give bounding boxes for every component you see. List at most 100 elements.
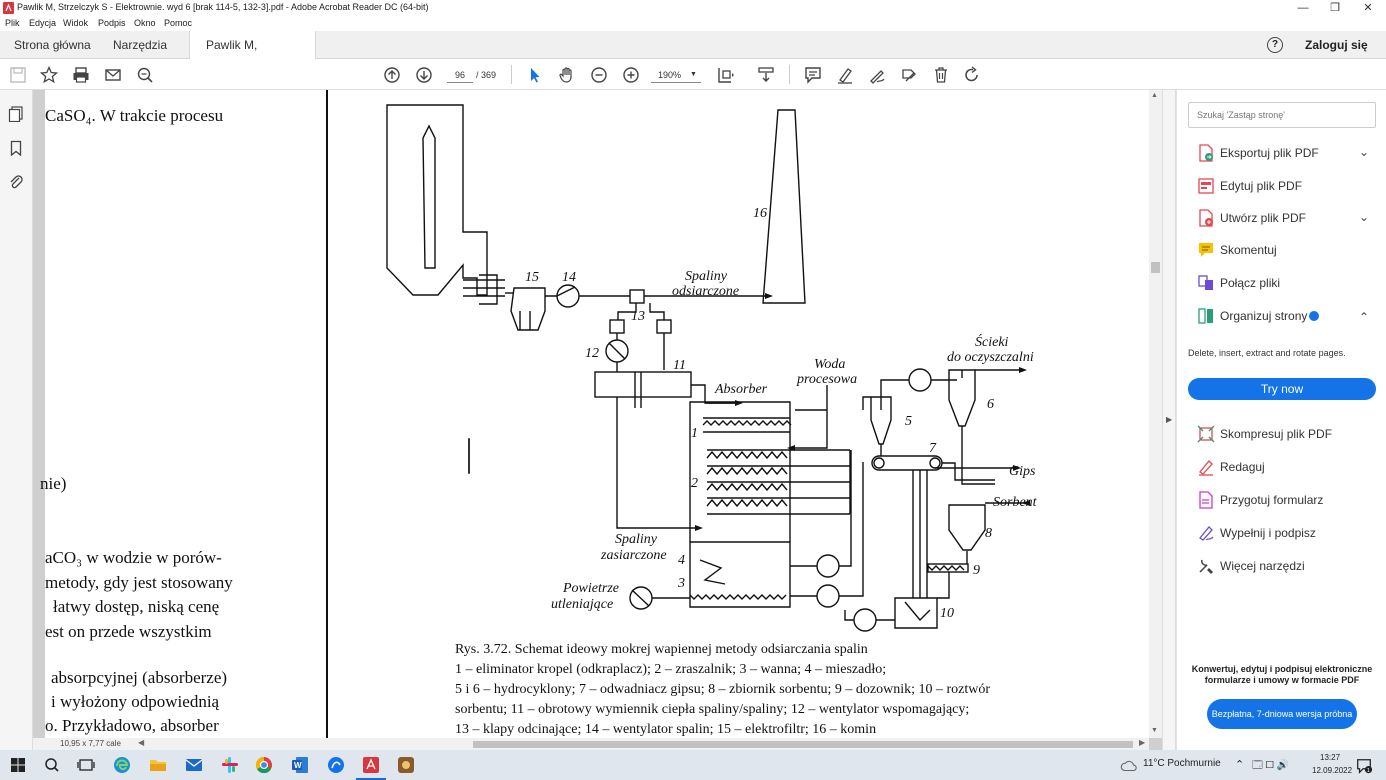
hand-tool-icon[interactable]: [558, 66, 576, 84]
try-now-button[interactable]: Try now: [1188, 378, 1376, 400]
scan-mark: [468, 438, 470, 474]
minimize-button[interactable]: —: [1297, 2, 1309, 14]
clock-date[interactable]: 12.09.2022: [1312, 766, 1353, 775]
search-icon[interactable]: [136, 66, 154, 84]
tool-label: Organizuj strony: [1220, 309, 1308, 323]
menu-view[interactable]: Widok: [63, 18, 89, 28]
star-icon[interactable]: [39, 65, 59, 84]
prev-page-icon[interactable]: [383, 66, 401, 84]
weather-cloud-icon[interactable]: [1120, 756, 1138, 776]
scroll-mode-icon[interactable]: [757, 66, 775, 84]
word-icon[interactable]: W: [290, 755, 310, 775]
right-pane-toggle[interactable]: ▶: [1162, 90, 1176, 750]
tool-create-pdf[interactable]: Utwórz plik PDF ⌄: [1197, 207, 1377, 229]
horizontal-scroll-thumb[interactable]: [473, 741, 1133, 748]
page-number-input[interactable]: 96: [447, 67, 473, 83]
zoom-in-icon[interactable]: [622, 66, 640, 84]
menu-help[interactable]: Pomoc: [164, 18, 193, 28]
pages-thumbnails-icon[interactable]: [8, 106, 24, 123]
tool-prepare-form[interactable]: Przygotuj formularz: [1197, 489, 1377, 511]
file-explorer-icon[interactable]: [148, 755, 168, 775]
login-button[interactable]: Zaloguj się: [1305, 38, 1368, 52]
horizontal-scrollbar[interactable]: ◀ ▶: [33, 738, 1149, 750]
page-fit-icon[interactable]: [717, 66, 735, 84]
tool-export-pdf[interactable]: Eksportuj plik PDF ⌄: [1197, 142, 1377, 164]
label-woda: Woda: [814, 357, 845, 372]
tray-status-icons[interactable]: 🗔 ☐ 🔊: [1252, 760, 1290, 771]
acrobat-app-icon: [3, 2, 14, 14]
search-icon[interactable]: [42, 755, 62, 775]
label-9: 9: [973, 563, 980, 578]
label-6: 6: [987, 397, 994, 412]
zoom-select[interactable]: 190% ▼: [651, 67, 701, 83]
attachment-icon[interactable]: [8, 174, 24, 190]
menu-file[interactable]: Plik: [5, 18, 20, 28]
tool-label: Skomentuj: [1220, 243, 1277, 257]
tool-redact[interactable]: Redaguj: [1197, 456, 1377, 478]
save-icon[interactable]: [9, 66, 27, 84]
weather-text[interactable]: 11°C Pochmurnie: [1143, 758, 1221, 769]
tab-home[interactable]: Strona główna: [14, 38, 91, 52]
free-trial-button[interactable]: Bezpłatna, 7-dniowa wersja próbna: [1207, 699, 1357, 729]
label-woda-procesowa: procesowa: [796, 372, 857, 387]
page-text-line: o. Przykładowo, absorber: [45, 716, 219, 735]
page-text-line: aCO₃ w wodzie w porów-: [45, 548, 222, 567]
tab-tools[interactable]: Narzędzia: [113, 38, 168, 52]
vertical-scrollbar[interactable]: ▲ ▼: [1149, 90, 1162, 738]
tool-fill-sign[interactable]: Wypełnij i podpisz: [1197, 522, 1377, 544]
rotate-icon[interactable]: [963, 66, 981, 84]
zoom-out-icon[interactable]: [590, 66, 608, 84]
highlight-icon[interactable]: [836, 66, 854, 84]
maximize-button[interactable]: ❐: [1330, 2, 1340, 14]
tool-label: Połącz pliki: [1220, 276, 1281, 290]
tool-organize-pages[interactable]: Organizuj strony ⌃: [1197, 305, 1377, 327]
page-text-line: absorpcyjnej (absorberze): [51, 668, 228, 687]
select-cursor-icon[interactable]: [526, 66, 544, 84]
collapse-right-pane-icon[interactable]: ▶: [1166, 415, 1173, 424]
page-text-line: nie): [40, 474, 67, 493]
menu-sign[interactable]: Podpis: [98, 18, 126, 28]
windows-start-icon[interactable]: [8, 755, 28, 775]
notifications-icon[interactable]: 1: [1355, 756, 1373, 776]
menu-edit[interactable]: Edycja: [29, 18, 57, 28]
scroll-right-icon[interactable]: ▶: [1139, 738, 1146, 747]
email-icon[interactable]: [104, 66, 122, 84]
tool-edit-pdf[interactable]: Edytuj plik PDF: [1197, 175, 1377, 197]
chevron-up-icon[interactable]: ⌃: [1359, 310, 1370, 324]
next-page-icon[interactable]: [415, 66, 433, 84]
acrobat-taskbar-icon[interactable]: [361, 755, 381, 775]
chevron-down-icon[interactable]: ⌄: [1359, 145, 1370, 159]
mail-icon[interactable]: [184, 755, 204, 775]
tool-comment[interactable]: Skomentuj: [1197, 239, 1377, 261]
tab-document[interactable]: Pawlik M, Strzelczy... ✕: [189, 31, 316, 80]
comment-icon[interactable]: [804, 66, 822, 84]
app-icon[interactable]: [396, 755, 416, 775]
chevron-down-icon: ▼: [690, 71, 697, 78]
chrome-icon[interactable]: [254, 755, 274, 775]
tool-compress-pdf[interactable]: Skompresuj plik PDF: [1197, 423, 1377, 445]
menu-window[interactable]: Okno: [134, 18, 156, 28]
vertical-scroll-thumb[interactable]: [1151, 262, 1160, 273]
app-icon[interactable]: [326, 755, 346, 775]
scroll-up-icon[interactable]: ▲: [1151, 92, 1158, 99]
help-icon[interactable]: ?: [1267, 37, 1283, 53]
print-icon[interactable]: [72, 66, 90, 84]
chevron-down-icon[interactable]: ⌄: [1359, 210, 1370, 224]
tools-search-input[interactable]: Szukaj 'Zastąp stronę': [1188, 102, 1376, 128]
toolbar-divider: [789, 65, 790, 84]
clock-time[interactable]: 13:27: [1320, 753, 1341, 762]
slack-icon[interactable]: [220, 755, 240, 775]
tool-label: Wypełnij i podpisz: [1220, 526, 1316, 540]
chevron-up-icon[interactable]: ⌃: [1235, 759, 1245, 771]
bookmark-icon[interactable]: [8, 140, 24, 157]
task-view-icon[interactable]: [76, 755, 96, 775]
tool-combine-files[interactable]: Połącz pliki: [1197, 272, 1377, 294]
scroll-down-icon[interactable]: ▼: [1151, 727, 1158, 734]
scroll-left-icon[interactable]: ◀: [138, 738, 145, 747]
draw-icon[interactable]: [868, 66, 886, 84]
tool-more-tools[interactable]: Więcej narzędzi: [1197, 555, 1377, 577]
close-window-button[interactable]: ✕: [1363, 2, 1373, 14]
edge-browser-icon[interactable]: [112, 755, 132, 775]
sign-icon[interactable]: [900, 66, 918, 84]
delete-icon[interactable]: [932, 66, 950, 84]
